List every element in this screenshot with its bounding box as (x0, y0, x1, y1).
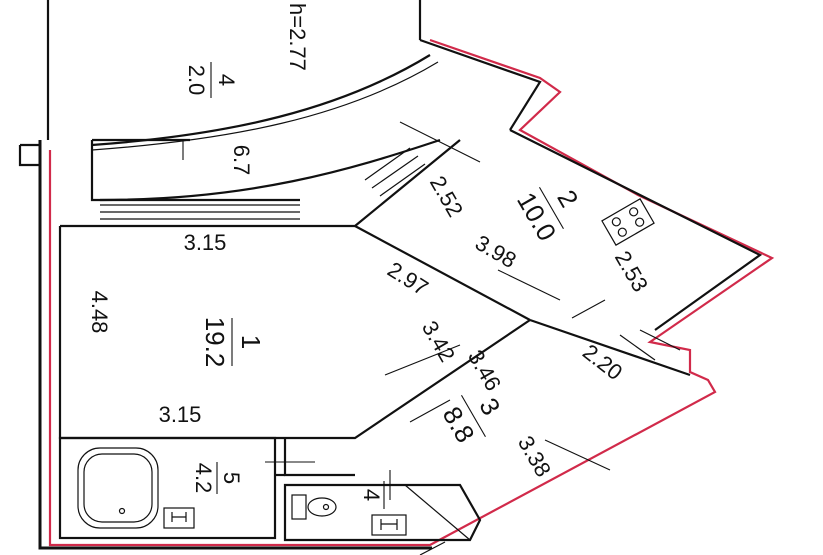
room1-right-dimension: 3.42 (417, 316, 460, 366)
stove-icon (601, 198, 655, 246)
room-area: 10.0 (511, 187, 562, 246)
room-area: 2.0 (184, 65, 209, 96)
room-number: 3 (473, 393, 506, 421)
room-number: 1 (236, 335, 266, 349)
wc-label: 4 (359, 481, 385, 509)
room3-c-dimension: 3.38 (513, 431, 556, 481)
openings (100, 147, 681, 361)
room-number: 4 (214, 74, 239, 86)
toilet-icon (291, 494, 337, 520)
room-number: 2 (551, 185, 584, 213)
sink-icon (371, 514, 407, 536)
apartment-outline (48, 38, 775, 547)
edge-mark (419, 541, 446, 555)
room2-a-dimension: 2.52 (425, 171, 468, 221)
room2-c-dimension: 2.53 (610, 246, 653, 296)
sink-icon (163, 507, 195, 529)
room3-b-dimension: 2.20 (578, 339, 627, 385)
room-number: 4 (359, 489, 384, 501)
room-number: 5 (219, 472, 244, 484)
room-1-label: 1 19.2 (200, 317, 266, 368)
bathtub-icon (77, 447, 159, 529)
dimension-ticks (182, 121, 611, 500)
room1-top-dimension: 3.15 (184, 230, 227, 255)
neighbor-frame (46, 0, 422, 140)
room-2-label: 2 10.0 (511, 185, 584, 246)
balcony (91, 54, 441, 202)
ceiling-height-label: h=2.77 (285, 3, 310, 71)
room1-left-dimension: 4.48 (87, 291, 112, 334)
room1-bottom-dimension: 3.15 (159, 402, 202, 427)
room-3-label: 3 8.8 (437, 393, 507, 448)
bathroom-block (58, 436, 482, 542)
hall-dimension: 6.7 (229, 145, 254, 176)
room-5-label: 5 4.2 (191, 462, 244, 494)
room-area: 19.2 (200, 317, 230, 368)
room-4-label: 4 2.0 (184, 62, 239, 98)
room-area: 4.2 (191, 463, 216, 494)
room2-b-dimension: 3.98 (471, 230, 521, 273)
room3-a-dimension: 3.46 (463, 345, 506, 395)
